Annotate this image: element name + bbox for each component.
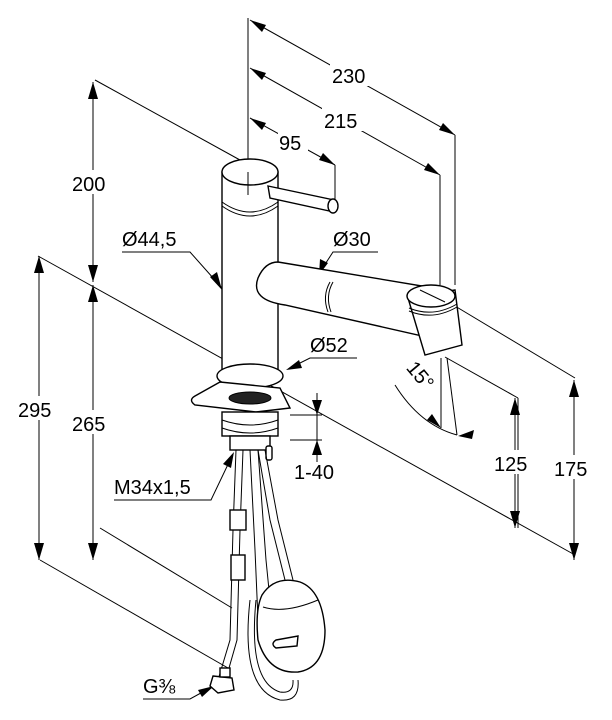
leader-d44-5: Ø44,5 — [122, 229, 223, 290]
hoses — [217, 449, 299, 701]
leader-connection: G⅜ — [143, 676, 214, 700]
spray-angle: 15° — [394, 357, 474, 439]
dim-230-label: 230 — [332, 66, 365, 88]
thread-label: M34x1,5 — [114, 477, 191, 499]
connector-nut — [209, 667, 235, 694]
spray-angle-label: 15° — [402, 357, 438, 394]
dim-295: 295 — [16, 256, 62, 560]
dim-175-label: 175 — [554, 459, 587, 481]
d52-label: Ø52 — [310, 335, 348, 357]
faucet-base — [190, 363, 292, 461]
dim-175: 175 — [552, 380, 598, 560]
dim-265-label: 265 — [72, 414, 105, 436]
dim-200: 200 — [70, 82, 116, 282]
dim-295-label: 295 — [18, 400, 51, 422]
dim-1-40-label: 1-40 — [294, 462, 334, 484]
dim-215: 215 — [249, 67, 441, 176]
extension-lines — [37, 18, 576, 669]
d44-5-label: Ø44,5 — [122, 229, 176, 251]
dim-counter-thickness: 1-40 — [294, 393, 334, 484]
dim-125: 125 — [492, 398, 538, 528]
dim-200-label: 200 — [72, 174, 105, 196]
dim-125-label: 125 — [494, 454, 527, 476]
dim-215-label: 215 — [324, 111, 357, 133]
faucet-body — [221, 158, 339, 373]
connection-label: G⅜ — [143, 676, 176, 698]
leader-d52: Ø52 — [286, 335, 357, 370]
leader-d30: Ø30 — [319, 229, 378, 275]
dim-95-label: 95 — [279, 133, 301, 155]
d30-label: Ø30 — [333, 229, 371, 251]
dim-95: 95 — [249, 117, 336, 200]
faucet-spout — [255, 261, 463, 356]
dim-230: 230 — [249, 19, 456, 136]
weight — [256, 579, 326, 673]
dim-265: 265 — [70, 285, 116, 560]
leader-thread: M34x1,5 — [114, 452, 234, 501]
